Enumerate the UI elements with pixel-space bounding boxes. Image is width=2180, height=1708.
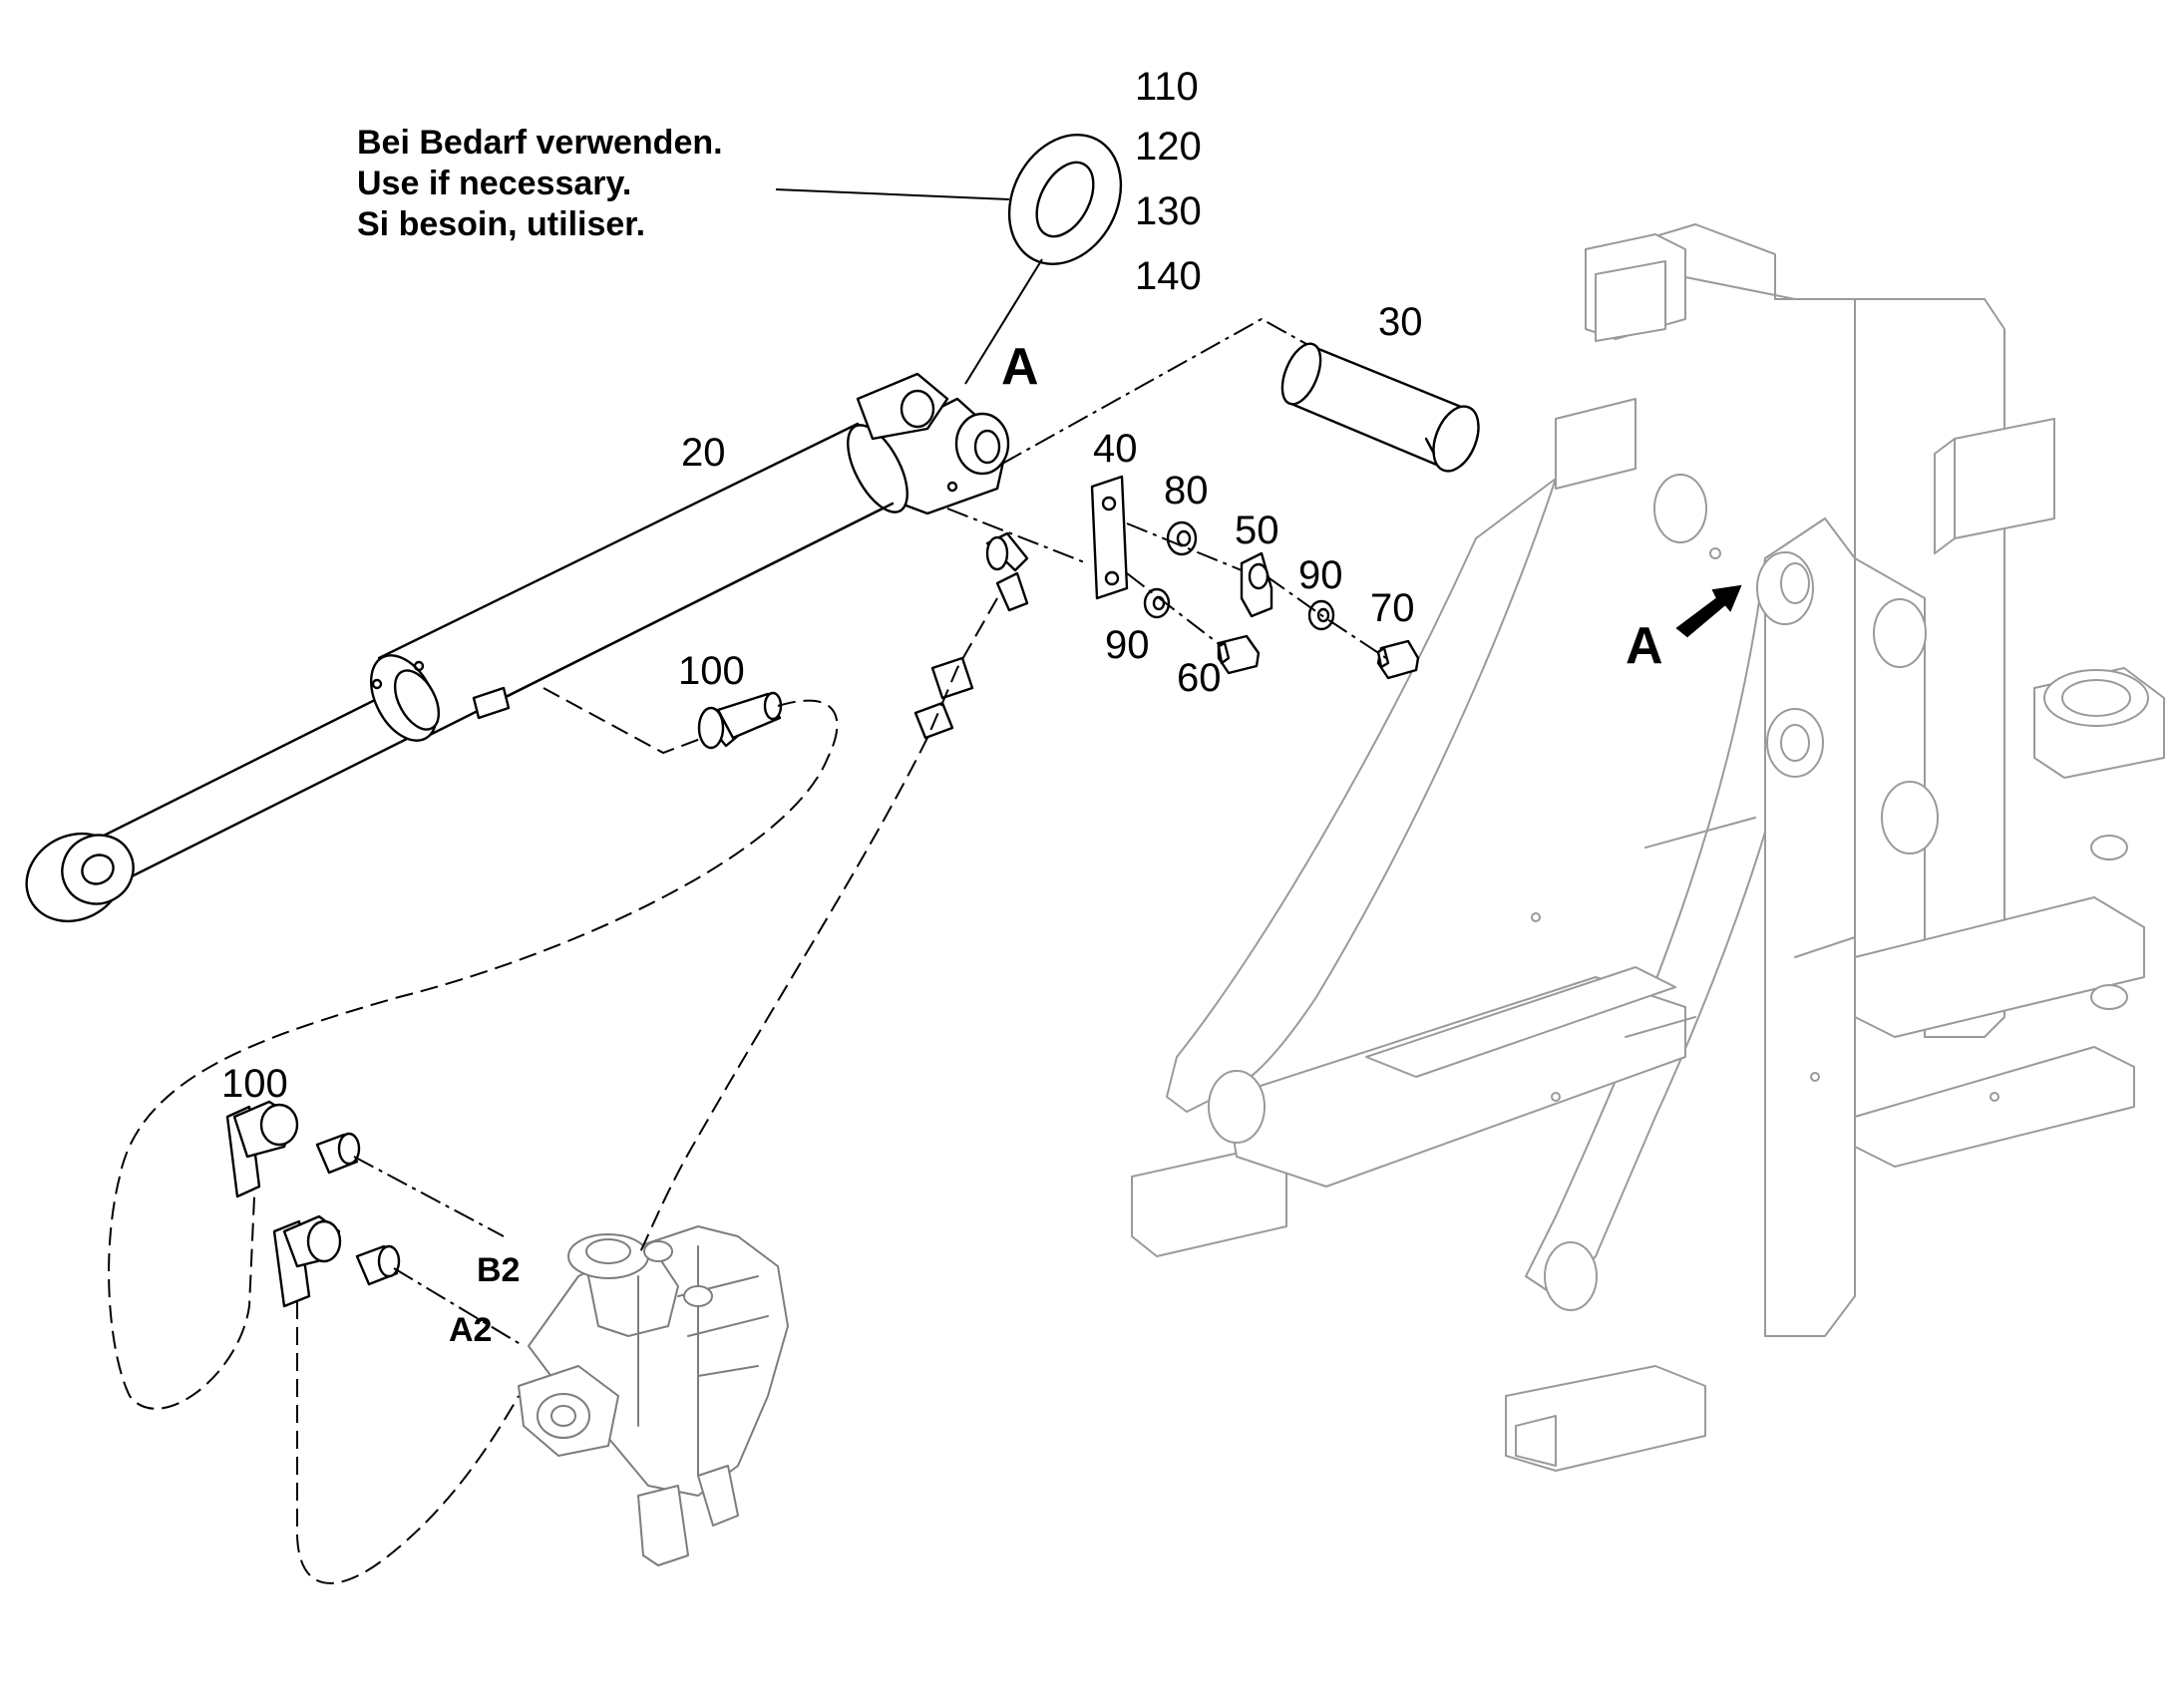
label-50: 50 <box>1235 509 1279 552</box>
label-100-upper: 100 <box>678 649 745 693</box>
port-label-a2: A2 <box>449 1311 492 1349</box>
label-120: 120 <box>1135 125 1202 169</box>
washer-90a <box>1143 587 1171 619</box>
view-letter-frame: A <box>1626 617 1663 675</box>
elbow-fitting <box>272 1214 342 1308</box>
hose-fitting-100a <box>697 691 783 750</box>
pin-30 <box>1280 342 1480 473</box>
shim-washer <box>1007 133 1123 266</box>
hydraulic-pump <box>518 1225 789 1566</box>
label-20: 20 <box>681 431 726 475</box>
note-line-en: Use if necessary. <box>357 165 631 202</box>
view-arrow <box>1675 584 1742 638</box>
clip-50 <box>1240 551 1273 618</box>
hose-fitting-100b <box>225 1100 299 1198</box>
retaining-plate <box>1090 475 1129 600</box>
label-100-lower: 100 <box>221 1062 288 1106</box>
bolt-70 <box>1376 639 1420 680</box>
label-130: 130 <box>1135 189 1202 233</box>
adapter-a2 <box>355 1244 401 1286</box>
note-line-de: Bei Bedarf verwenden. <box>357 124 723 162</box>
adapter-b2 <box>315 1132 361 1175</box>
swivel-fitting <box>985 531 1029 612</box>
label-40: 40 <box>1093 427 1138 471</box>
label-110: 110 <box>1135 65 1199 109</box>
note-line-fr: Si besoin, utiliser. <box>357 205 645 243</box>
label-80: 80 <box>1164 469 1209 512</box>
washer-80 <box>1166 520 1198 556</box>
label-70: 70 <box>1370 586 1415 630</box>
label-90-left: 90 <box>1105 623 1150 667</box>
label-30: 30 <box>1378 300 1423 344</box>
port-label-b2: B2 <box>477 1251 520 1289</box>
hydraulic-cylinder <box>25 372 1010 923</box>
shim-number-list: 110 120 130 140 <box>1135 65 1202 298</box>
label-60: 60 <box>1177 656 1222 700</box>
washer-90b <box>1307 599 1335 631</box>
connection-lines <box>108 188 1387 1584</box>
loader-frame <box>1131 223 2165 1472</box>
view-letter-detail: A <box>1001 338 1039 396</box>
label-90-right: 90 <box>1298 553 1343 597</box>
usage-note: Bei Bedarf verwenden. Use if necessary. … <box>357 124 723 243</box>
label-140: 140 <box>1135 254 1202 298</box>
bolt-60 <box>1217 634 1261 675</box>
